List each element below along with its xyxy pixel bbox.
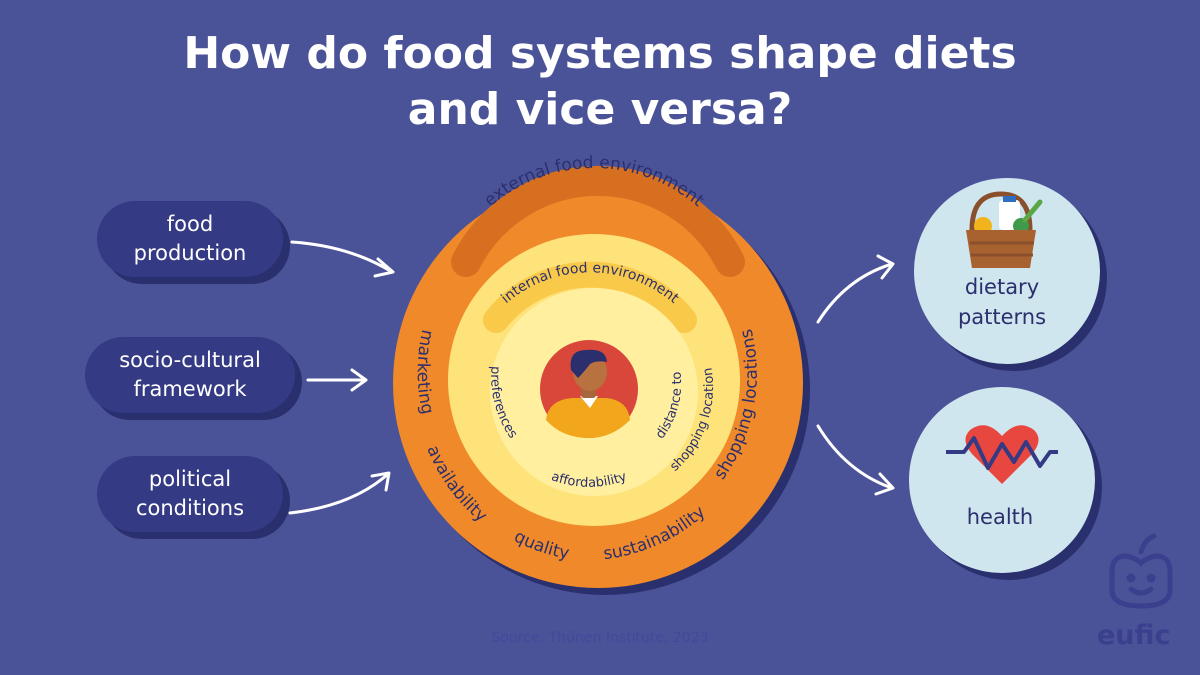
basket-icon [966,191,1043,268]
title-line-1: How do food systems shape diets [183,28,1017,79]
dietary-patterns-label-line2: patterns [958,305,1046,329]
eufic-logo-icon [1109,533,1173,609]
input-political-conditions: political conditions [97,456,283,532]
title-line-2: and vice versa? [407,84,793,135]
internal-heading-band [483,261,697,333]
page-title: How do food systems shape diets and vice… [0,26,1200,138]
heart-pulse-icon [946,425,1058,484]
political-conditions-line2: conditions [135,496,245,520]
arrow-to-health [816,424,895,496]
health-label: health [967,505,1033,529]
input-socio-cultural-framework: socio-cultural framework [85,337,295,413]
food-environment-diagram: external food environment internal food … [393,153,810,595]
arrow-political-conditions [288,471,391,515]
political-conditions-line1: political [148,467,232,491]
input-food-production: food production [97,201,283,277]
outcome-health: health [909,387,1102,580]
food-production-line1: food [166,212,214,236]
food-production-line2: production [133,241,247,265]
arrow-to-dietary-patterns [816,254,895,324]
source-caption: Source: Thünen Institute, 2023 [491,630,709,646]
avatar-shirt [546,398,630,438]
socio-cultural-line2: framework [133,377,247,401]
dietary-patterns-circle [914,178,1100,364]
avatar-hair [570,349,607,378]
arrow-socio-cultural [306,368,368,392]
person-avatar [540,340,638,438]
label-affordability: affordability [549,469,628,491]
outcome-dietary-patterns: dietary patterns [914,178,1107,371]
output-arrows [816,254,895,496]
brand-logo-text: eufic [1097,620,1171,651]
external-heading-band [451,166,745,277]
arrow-food-production [290,240,395,278]
avatar-collar [580,396,598,408]
socio-cultural-line1: socio-cultural [119,348,261,372]
dietary-patterns-label-line1: dietary [965,275,1039,299]
input-arrows [288,240,395,515]
